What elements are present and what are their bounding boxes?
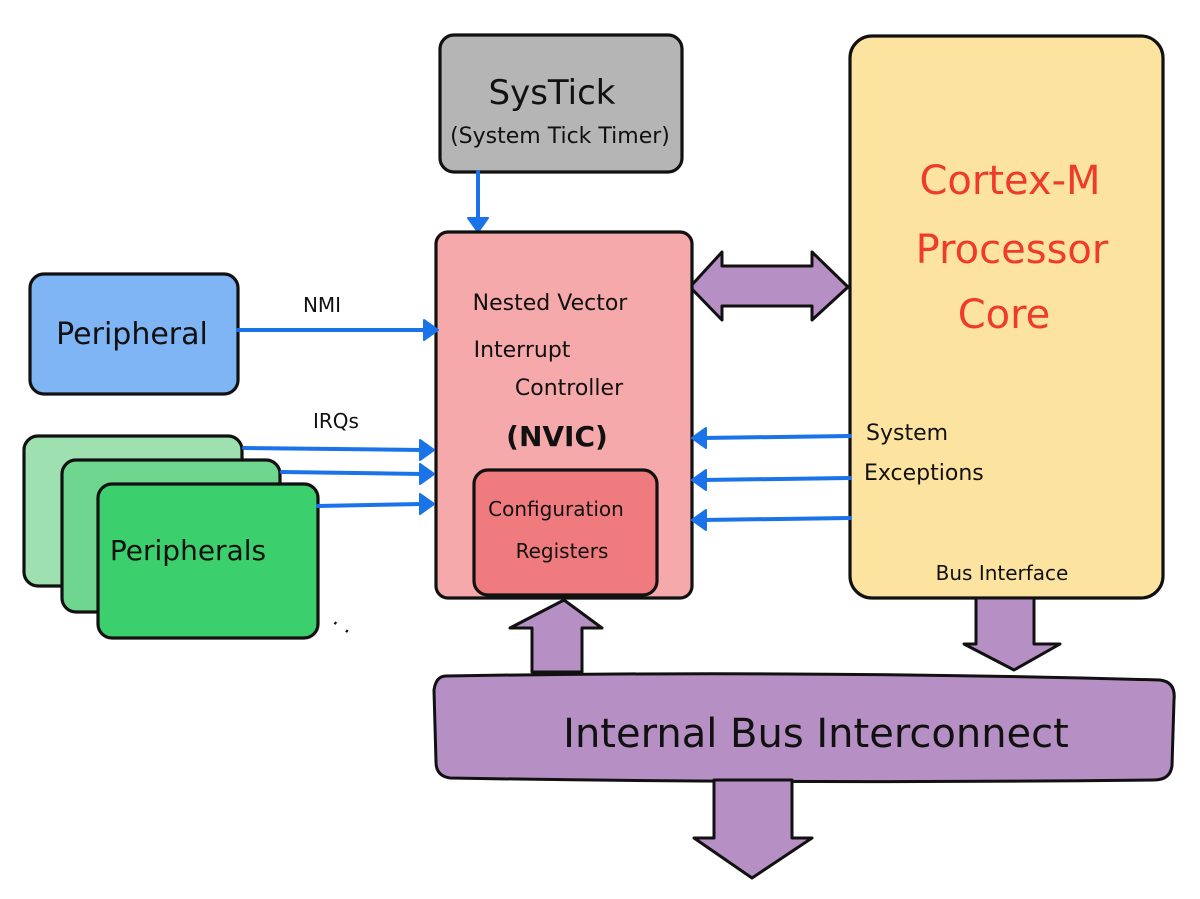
core-to-bus-arrow <box>962 596 1062 672</box>
bus-to-nvic-arrow <box>508 598 604 674</box>
nvic-label-line2: Interrupt <box>474 338 571 363</box>
bus-outgoing-arrow <box>692 778 814 880</box>
internal-bus-block: Internal Bus Interconnect <box>432 672 1176 784</box>
systick-box <box>438 33 684 174</box>
nvic-label-line1: Nested Vector <box>473 291 629 316</box>
bus-bar <box>432 672 1176 784</box>
irqs-label: IRQs <box>313 409 359 433</box>
systick-subtitle: (System Tick Timer) <box>450 124 670 149</box>
irq-arrow-2 <box>280 470 424 476</box>
configuration-registers-block: Configuration Registers <box>472 468 659 597</box>
nvic-core-double-arrow <box>688 250 850 322</box>
peripherals-ellipsis: . . <box>328 607 360 640</box>
systick-block: SysTick (System Tick Timer) <box>438 33 684 174</box>
bus-interface-label: Bus Interface <box>936 561 1069 585</box>
nmi-label: NMI <box>303 293 341 317</box>
core-title-line1: Cortex-M <box>919 158 1100 204</box>
systick-title: SysTick <box>489 73 616 113</box>
irq-arrow-1 <box>242 446 424 452</box>
irq-arrow-3 <box>316 502 424 508</box>
nmi-arrow: NMI <box>236 293 439 341</box>
config-label-line2: Registers <box>516 539 609 563</box>
exception-arrow-1 <box>700 434 852 440</box>
config-label-line1: Configuration <box>488 497 624 521</box>
systick-to-nvic-arrow <box>467 170 489 233</box>
system-exceptions-label-line2: Exceptions <box>864 461 984 486</box>
system-exceptions-label-line1: System <box>866 421 948 446</box>
exception-arrow-3 <box>700 516 852 522</box>
peripheral-block: Peripheral <box>28 272 240 396</box>
core-title-line3: Core <box>958 292 1051 338</box>
peripherals-stack: Peripherals . . <box>22 434 360 640</box>
irq-arrows: IRQs <box>242 409 435 515</box>
bus-label: Internal Bus Interconnect <box>563 711 1069 757</box>
peripherals-label: Peripherals <box>110 534 266 567</box>
peripherals-card-front <box>96 482 320 640</box>
peripheral-box <box>28 272 240 396</box>
exception-arrow-2 <box>700 476 852 482</box>
nvic-label-line4: (NVIC) <box>506 420 608 453</box>
cortex-m-core-block: Cortex-M Processor Core System Exception… <box>848 34 1165 600</box>
core-title-line2: Processor <box>916 227 1109 273</box>
system-exception-arrows <box>691 427 852 531</box>
nvic-label-line3: Controller <box>515 376 624 401</box>
peripheral-label: Peripheral <box>56 317 208 352</box>
config-box <box>472 468 659 597</box>
